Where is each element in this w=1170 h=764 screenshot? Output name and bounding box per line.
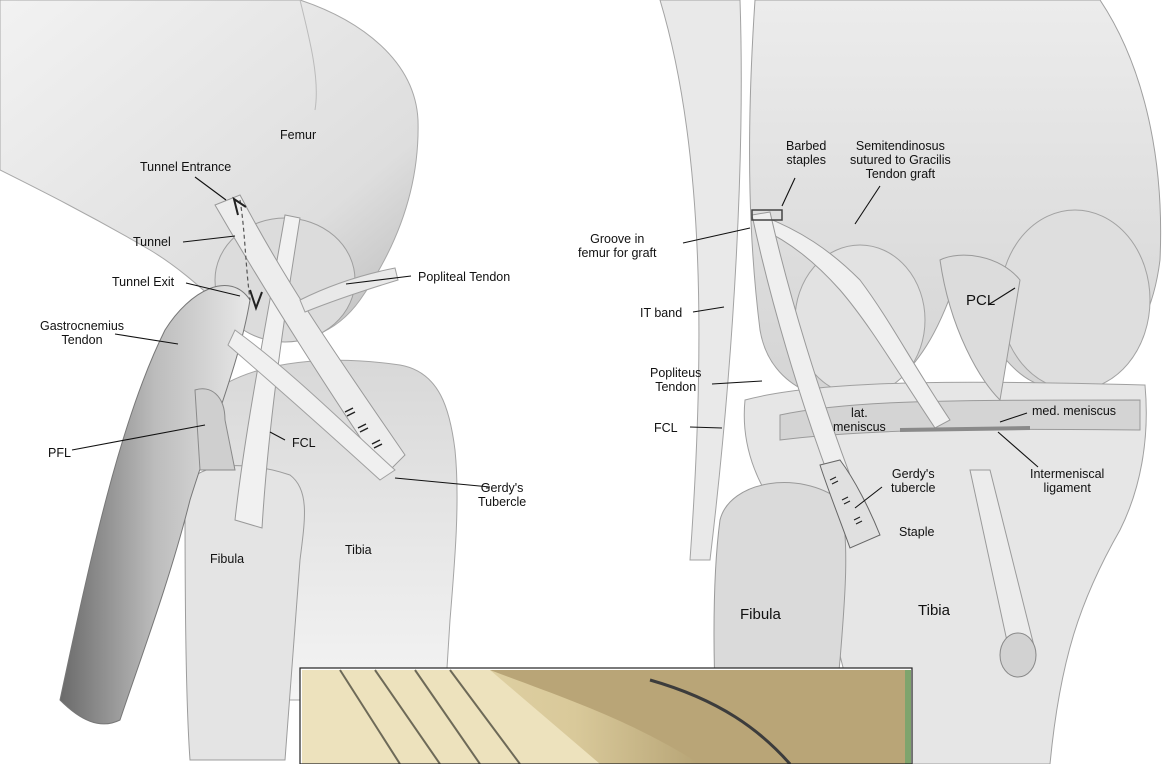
label-fcl-left: FCL xyxy=(292,436,316,450)
label-fibula-right: Fibula xyxy=(740,606,781,623)
label-it-band: IT band xyxy=(640,306,682,320)
label-staple: Staple xyxy=(899,525,934,539)
inset-photo xyxy=(300,668,912,764)
label-fcl-right: FCL xyxy=(654,421,678,435)
label-tunnel: Tunnel xyxy=(133,235,171,249)
label-fibula-left: Fibula xyxy=(210,552,244,566)
label-pcl: PCL xyxy=(966,292,995,309)
label-gastrocnemius-tendon: Gastrocnemius Tendon xyxy=(40,319,124,347)
label-gerdys-tubercle-right: Gerdy's tubercle xyxy=(891,467,935,495)
left-knee-illustration xyxy=(0,0,457,760)
label-pfl: PFL xyxy=(48,446,71,460)
label-lat-meniscus: lat. meniscus xyxy=(833,406,886,434)
label-intermeniscal-ligament: Intermeniscal ligament xyxy=(1030,467,1104,495)
label-gerdys-tubercle-left: Gerdy's Tubercle xyxy=(478,481,526,509)
label-groove-femur: Groove in femur for graft xyxy=(578,232,657,260)
label-barbed-staples: Barbed staples xyxy=(786,139,826,167)
label-tunnel-exit: Tunnel Exit xyxy=(112,275,174,289)
label-tibia-left: Tibia xyxy=(345,543,372,557)
label-semitendinosus: Semitendinosus sutured to Gracilis Tendo… xyxy=(850,139,951,181)
label-tibia-right: Tibia xyxy=(918,602,950,619)
label-tunnel-entrance: Tunnel Entrance xyxy=(140,160,231,174)
label-popliteus-tendon: Popliteus Tendon xyxy=(650,366,701,394)
label-popliteal-tendon: Popliteal Tendon xyxy=(418,270,510,284)
label-femur: Femur xyxy=(280,128,316,142)
label-med-meniscus: med. meniscus xyxy=(1032,404,1116,418)
right-knee-illustration xyxy=(660,0,1161,764)
